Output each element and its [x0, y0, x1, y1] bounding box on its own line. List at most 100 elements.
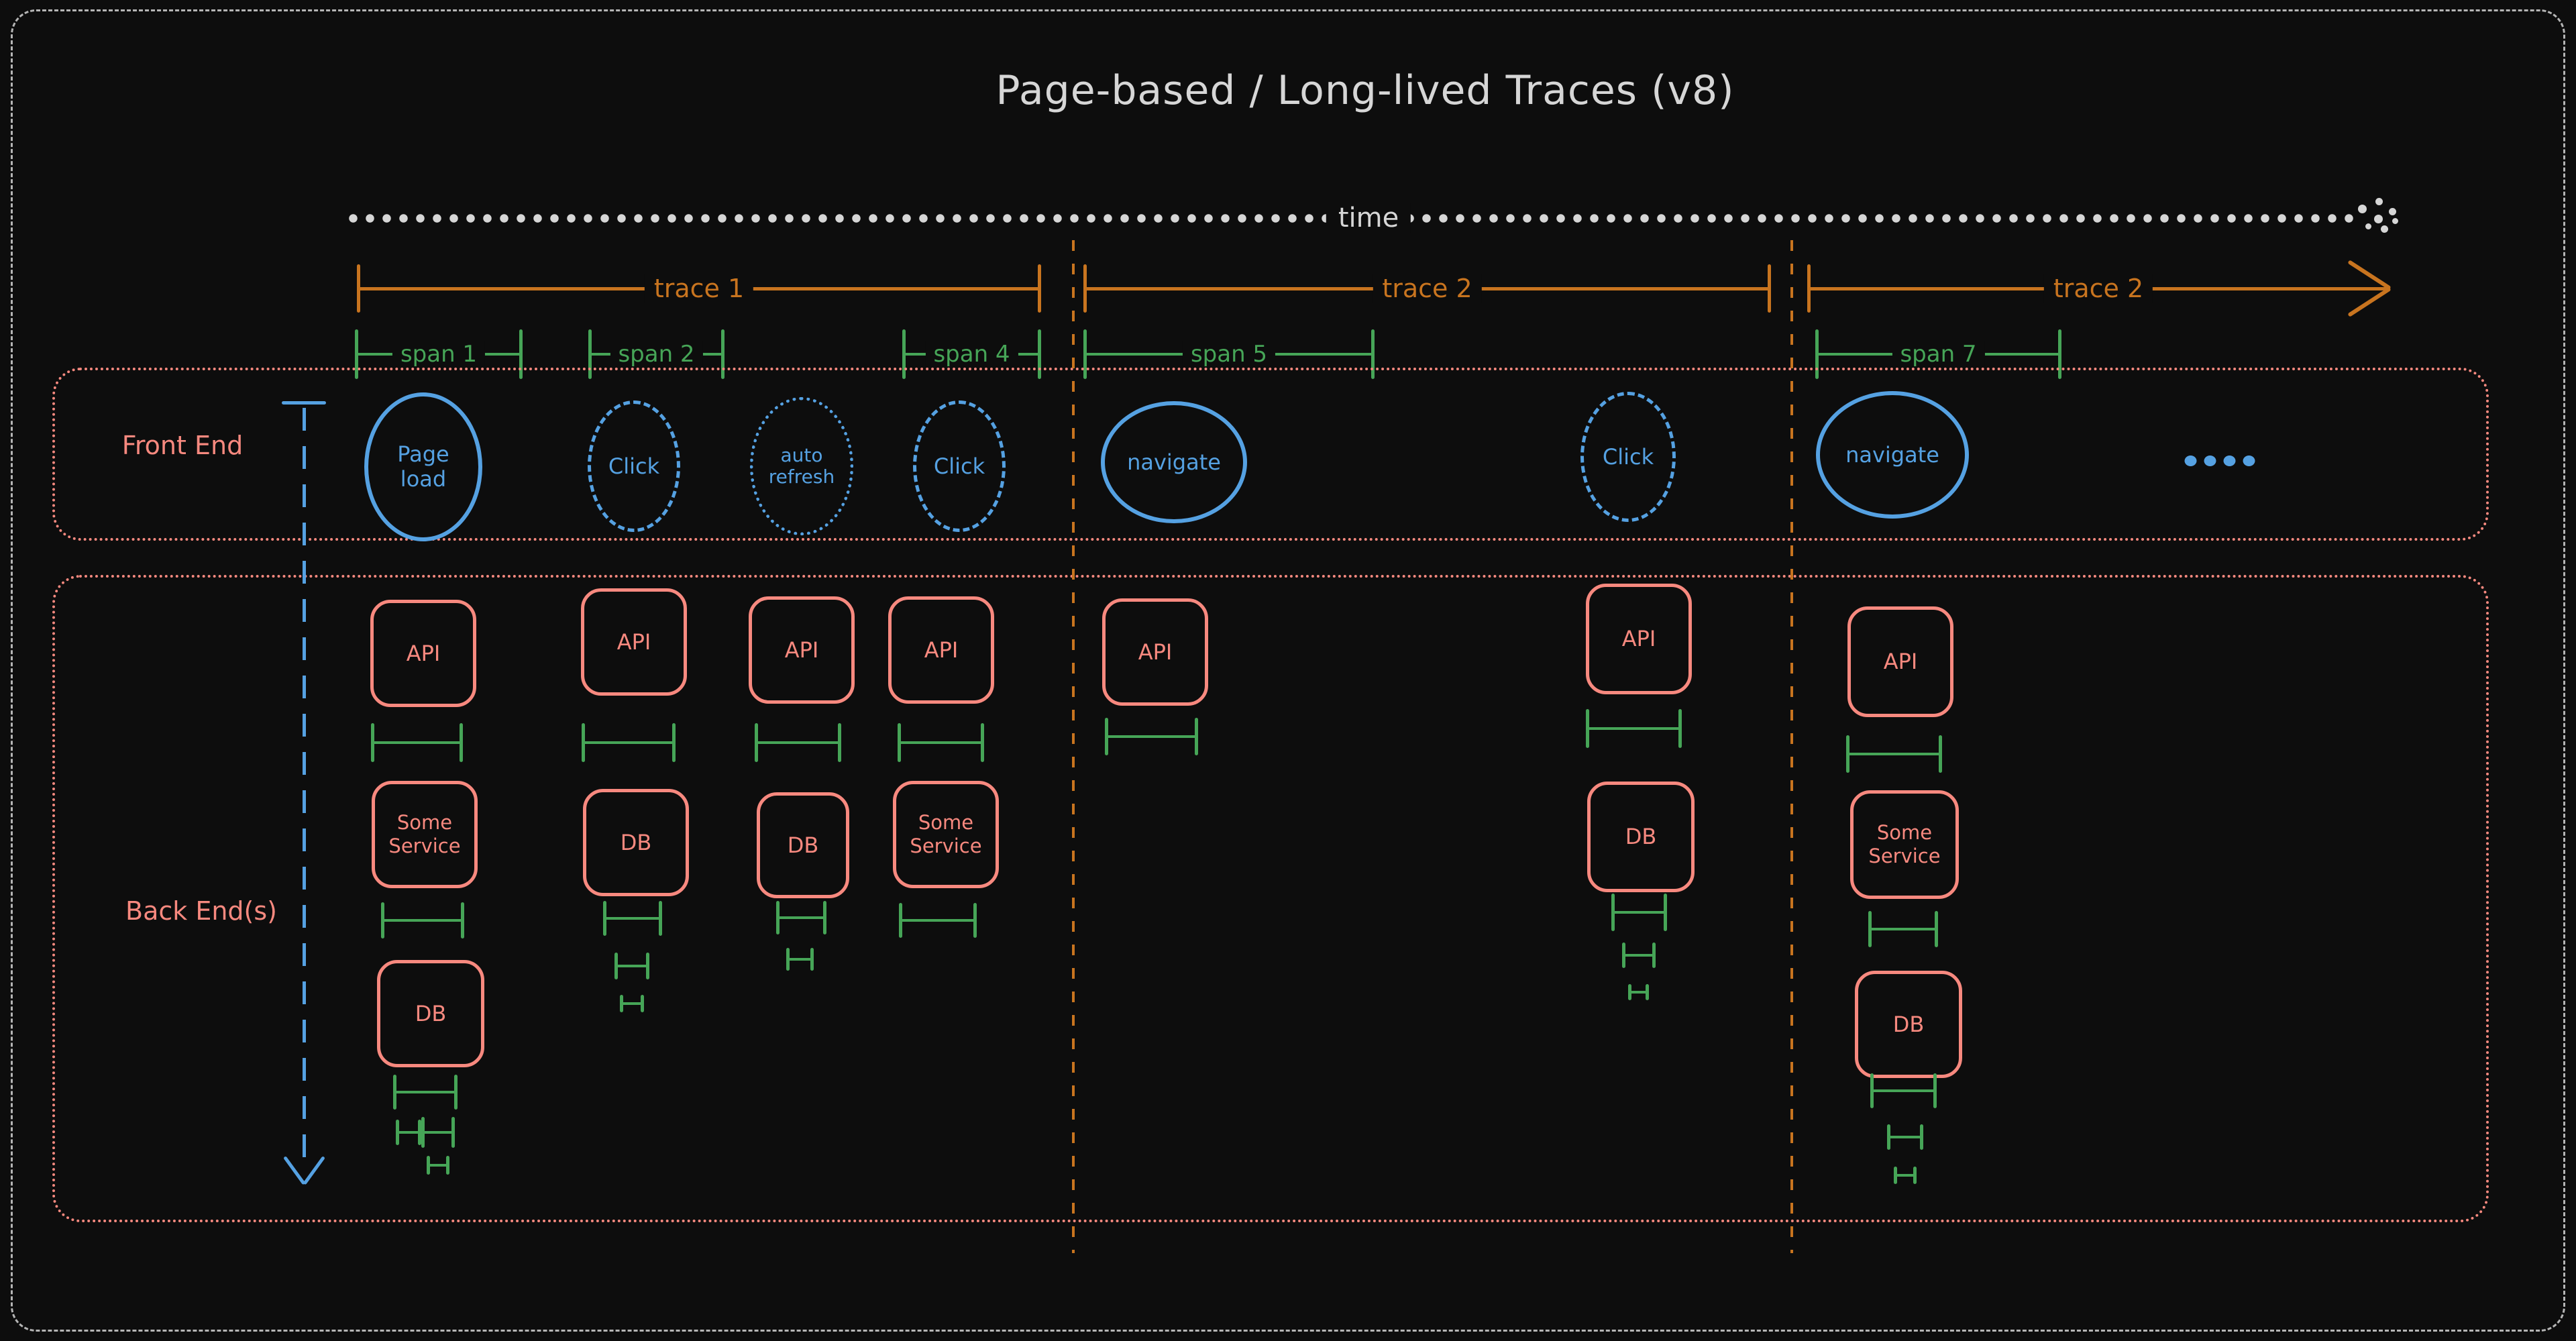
trace-label: trace 2 — [1373, 274, 1482, 303]
bracket-line — [382, 919, 463, 922]
duration-bracket — [371, 723, 463, 762]
bracket-start-cap — [898, 723, 901, 762]
duration-bracket — [421, 1117, 455, 1148]
backend-box-label: Service — [388, 835, 461, 857]
bracket-line — [1587, 727, 1680, 730]
bracket-start-cap — [1887, 1124, 1890, 1150]
backend-box-label: API — [616, 629, 651, 655]
bracket-start-cap — [1105, 718, 1108, 755]
backend-box-label: Some — [396, 811, 453, 835]
bracket-start-cap — [1611, 894, 1615, 931]
front-end-lane-label: Front End — [121, 431, 244, 460]
duration-bracket — [1894, 1167, 1917, 1184]
backend-box-label: Service — [1868, 845, 1941, 867]
duration-bracket — [393, 1075, 458, 1110]
backend-box-label: Some — [1876, 821, 1933, 845]
duration-bracket — [755, 723, 841, 762]
backend-box-label: DB — [620, 829, 652, 855]
arrow-right-icon — [2347, 260, 2392, 290]
frontend-event-navigate-1: navigate — [1101, 401, 1247, 523]
bracket-line — [397, 1131, 420, 1134]
frontend-event-navigate-2: navigate — [1816, 391, 1969, 519]
trace-start-cap — [1083, 264, 1087, 313]
ellipsis-dot — [2184, 455, 2197, 466]
trace-arrow: trace 1 — [357, 260, 1041, 317]
bracket-end-cap — [1678, 709, 1682, 748]
backend-box: DB — [583, 789, 689, 896]
bracket-end-cap — [810, 948, 814, 971]
backend-box-label: API — [1621, 626, 1656, 652]
bracket-start-cap — [603, 901, 606, 936]
bracket-start-cap — [396, 1120, 399, 1145]
back-end-lane-label: Back End(s) — [125, 896, 277, 926]
duration-bracket — [427, 1156, 449, 1175]
backend-box: API — [1847, 606, 1953, 717]
bracket-start-cap — [393, 1075, 396, 1110]
frontend-event-label: Click — [933, 453, 985, 479]
span-start-cap — [1083, 329, 1087, 379]
bracket-line — [1872, 1089, 1935, 1092]
span-end-cap — [519, 329, 523, 379]
bracket-end-cap — [418, 1120, 421, 1145]
back-end-lane — [52, 575, 2489, 1222]
ellipsis-dot — [2204, 455, 2216, 466]
ellipsis-dots — [2184, 455, 2255, 466]
bracket-end-cap — [981, 723, 984, 762]
bracket-line — [621, 1002, 643, 1005]
frontend-event-label: Click — [608, 453, 660, 479]
bracket-start-cap — [427, 1156, 430, 1175]
bracket-start-cap — [371, 723, 374, 762]
duration-bracket — [1105, 718, 1198, 755]
backend-box-label: API — [784, 637, 819, 663]
duration-bracket — [1887, 1124, 1923, 1150]
frontend-event-label: navigate — [1845, 441, 1939, 468]
backend-box-label: Some — [918, 811, 974, 835]
bracket-end-cap — [1652, 943, 1656, 968]
trace-arrow: trace 2 — [1083, 260, 1771, 317]
backend-box-label: DB — [787, 832, 819, 858]
span-end-cap — [1371, 329, 1375, 379]
bracket-line — [616, 965, 648, 967]
trace-label: trace 1 — [644, 274, 754, 303]
bracket-end-cap — [454, 1075, 458, 1110]
bracket-end-cap — [1195, 718, 1198, 755]
duration-bracket — [899, 903, 977, 938]
bracket-line — [583, 741, 674, 744]
frontend-event-label: navigate — [1127, 449, 1221, 475]
span-start-cap — [588, 329, 592, 379]
bracket-start-cap — [1628, 984, 1631, 1000]
bracket-line — [428, 1164, 448, 1167]
frontend-event-click-2: Click — [913, 400, 1006, 532]
bracket-start-cap — [1846, 735, 1849, 773]
ellipsis-dot — [2243, 455, 2255, 466]
bracket-start-cap — [381, 902, 384, 938]
span-start-cap — [902, 329, 906, 379]
bracket-start-cap — [1586, 709, 1589, 748]
span-start-cap — [355, 329, 358, 379]
duration-bracket — [620, 995, 644, 1012]
span-bracket: span 5 — [1083, 329, 1375, 379]
span-end-cap — [721, 329, 724, 379]
span-bracket: span 7 — [1815, 329, 2061, 379]
bracket-line — [423, 1131, 453, 1134]
bracket-start-cap — [582, 723, 585, 762]
bracket-start-cap — [614, 953, 618, 979]
span-start-cap — [1815, 329, 1819, 379]
frontend-event-label: Click — [1602, 443, 1654, 470]
bracket-end-cap — [451, 1117, 455, 1148]
page-title: Page-based / Long-lived Traces (v8) — [996, 67, 1735, 114]
span-label: span 1 — [392, 341, 486, 368]
span-bracket: span 2 — [588, 329, 724, 379]
backend-box: API — [749, 596, 855, 704]
backend-box-label: DB — [415, 1000, 447, 1026]
bracket-end-cap — [446, 1156, 449, 1175]
bracket-line — [1895, 1174, 1915, 1177]
duration-bracket — [1846, 735, 1942, 773]
frontend-event-click-3: Click — [1580, 392, 1676, 522]
backend-box-label: API — [406, 640, 441, 666]
bracket-end-cap — [672, 723, 676, 762]
duration-bracket — [603, 901, 662, 936]
bracket-line — [1847, 753, 1941, 755]
duration-bracket — [582, 723, 676, 762]
backend-box-label: DB — [1892, 1011, 1925, 1037]
